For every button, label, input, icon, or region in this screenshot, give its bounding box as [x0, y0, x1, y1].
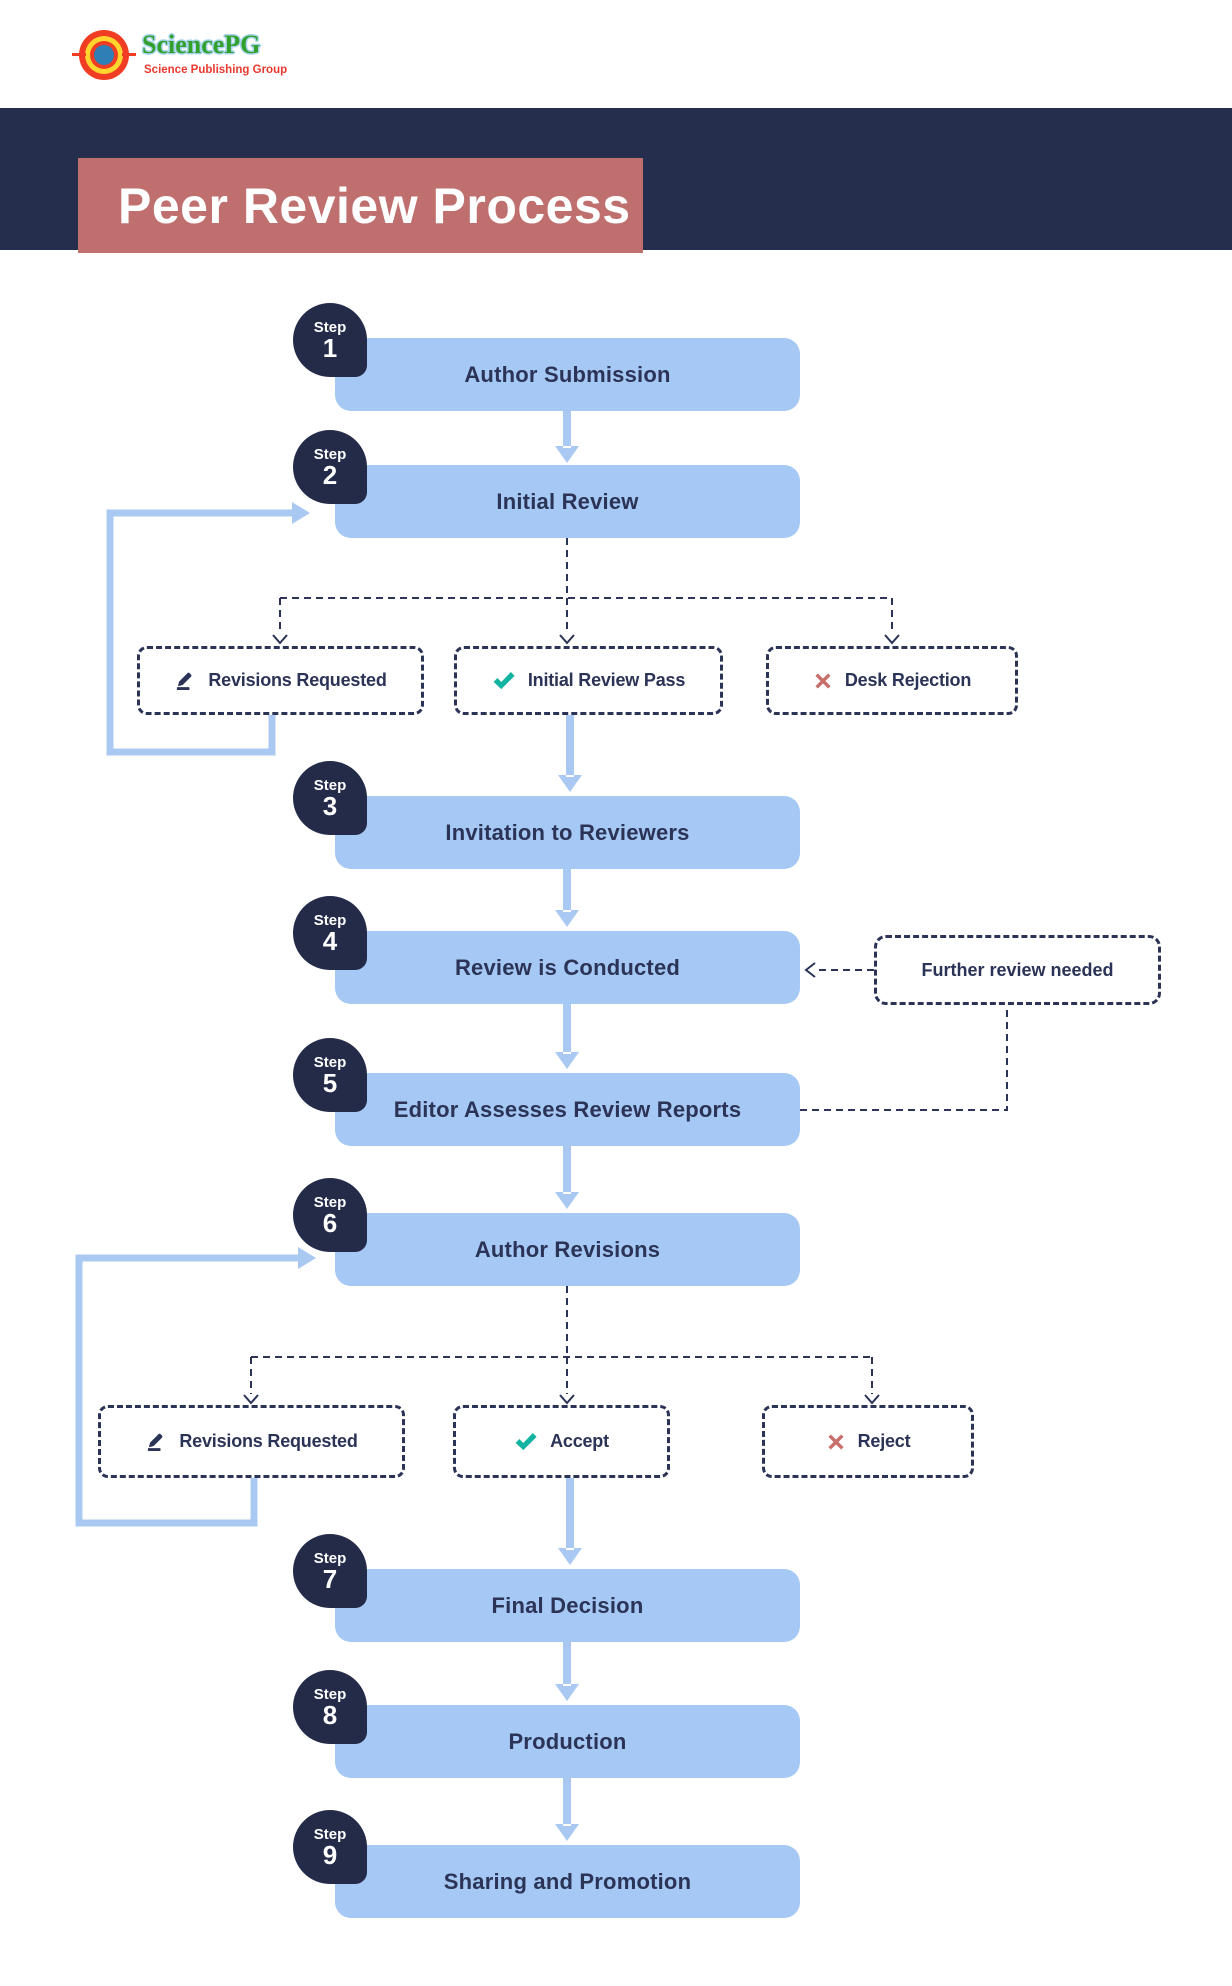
step-badge-1: Step 1	[293, 303, 367, 377]
node-label: Author Submission	[464, 361, 671, 387]
option-accept: Accept	[453, 1405, 670, 1478]
node-review-is-conducted: Review is Conducted	[335, 931, 800, 1004]
logo-tagline: Science Publishing Group	[144, 64, 288, 76]
page-title: Peer Review Process	[118, 177, 631, 234]
split-author-revisions	[250, 1286, 873, 1394]
split-2-arrowheads	[243, 1394, 880, 1405]
logo-wordmark: SciencePG	[142, 30, 261, 59]
option-reject: Reject	[762, 1405, 974, 1478]
step-badge-8: Step 8	[293, 1670, 367, 1744]
x-icon	[813, 671, 833, 691]
step-badge-7: Step 7	[293, 1534, 367, 1608]
pencil-icon	[174, 670, 196, 692]
node-production: Production	[335, 1705, 800, 1778]
x-icon	[826, 1432, 846, 1452]
node-invitation-to-reviewers: Invitation to Reviewers	[335, 796, 800, 869]
further-review-note: Further review needed	[874, 935, 1161, 1005]
node-editor-assesses-review-reports: Editor Assesses Review Reports	[335, 1073, 800, 1146]
step-badge-2: Step 2	[293, 430, 367, 504]
node-label: Final Decision	[491, 1592, 644, 1618]
check-icon	[492, 671, 516, 691]
loop-revisions-to-author-revisions	[75, 1247, 316, 1527]
node-author-revisions: Author Revisions	[335, 1213, 800, 1286]
option-desk-rejection: Desk Rejection	[766, 646, 1018, 715]
step-badge-6: Step 6	[293, 1178, 367, 1252]
node-label: Editor Assesses Review Reports	[393, 1096, 742, 1122]
step-badge-5: Step 5	[293, 1038, 367, 1112]
node-final-decision: Final Decision	[335, 1569, 800, 1642]
node-author-submission: Author Submission	[335, 338, 800, 411]
node-sharing-and-promotion: Sharing and Promotion	[335, 1845, 800, 1918]
split-initial-review	[279, 538, 893, 634]
node-initial-review: Initial Review	[335, 465, 800, 538]
node-label: Sharing and Promotion	[443, 1868, 692, 1894]
option-revisions-requested-1: Revisions Requested	[137, 646, 424, 715]
check-icon	[514, 1432, 538, 1452]
split-1-arrowheads	[272, 634, 900, 645]
node-label: Review is Conducted	[454, 954, 681, 980]
title-box: Peer Review Process	[78, 158, 643, 253]
step-badge-4: Step 4	[293, 896, 367, 970]
node-label: Author Revisions	[474, 1236, 661, 1262]
pencil-icon	[145, 1431, 167, 1453]
sciencepg-logo: SciencePG Science Publishing Group	[66, 22, 296, 88]
step-badge-9: Step 9	[293, 1810, 367, 1884]
node-label: Invitation to Reviewers	[445, 819, 690, 845]
option-initial-review-pass: Initial Review Pass	[454, 646, 723, 715]
option-revisions-requested-2: Revisions Requested	[98, 1405, 405, 1478]
further-review-arrowhead	[804, 962, 816, 978]
node-label: Production	[508, 1728, 627, 1754]
step-badge-3: Step 3	[293, 761, 367, 835]
node-label: Initial Review	[496, 488, 639, 514]
